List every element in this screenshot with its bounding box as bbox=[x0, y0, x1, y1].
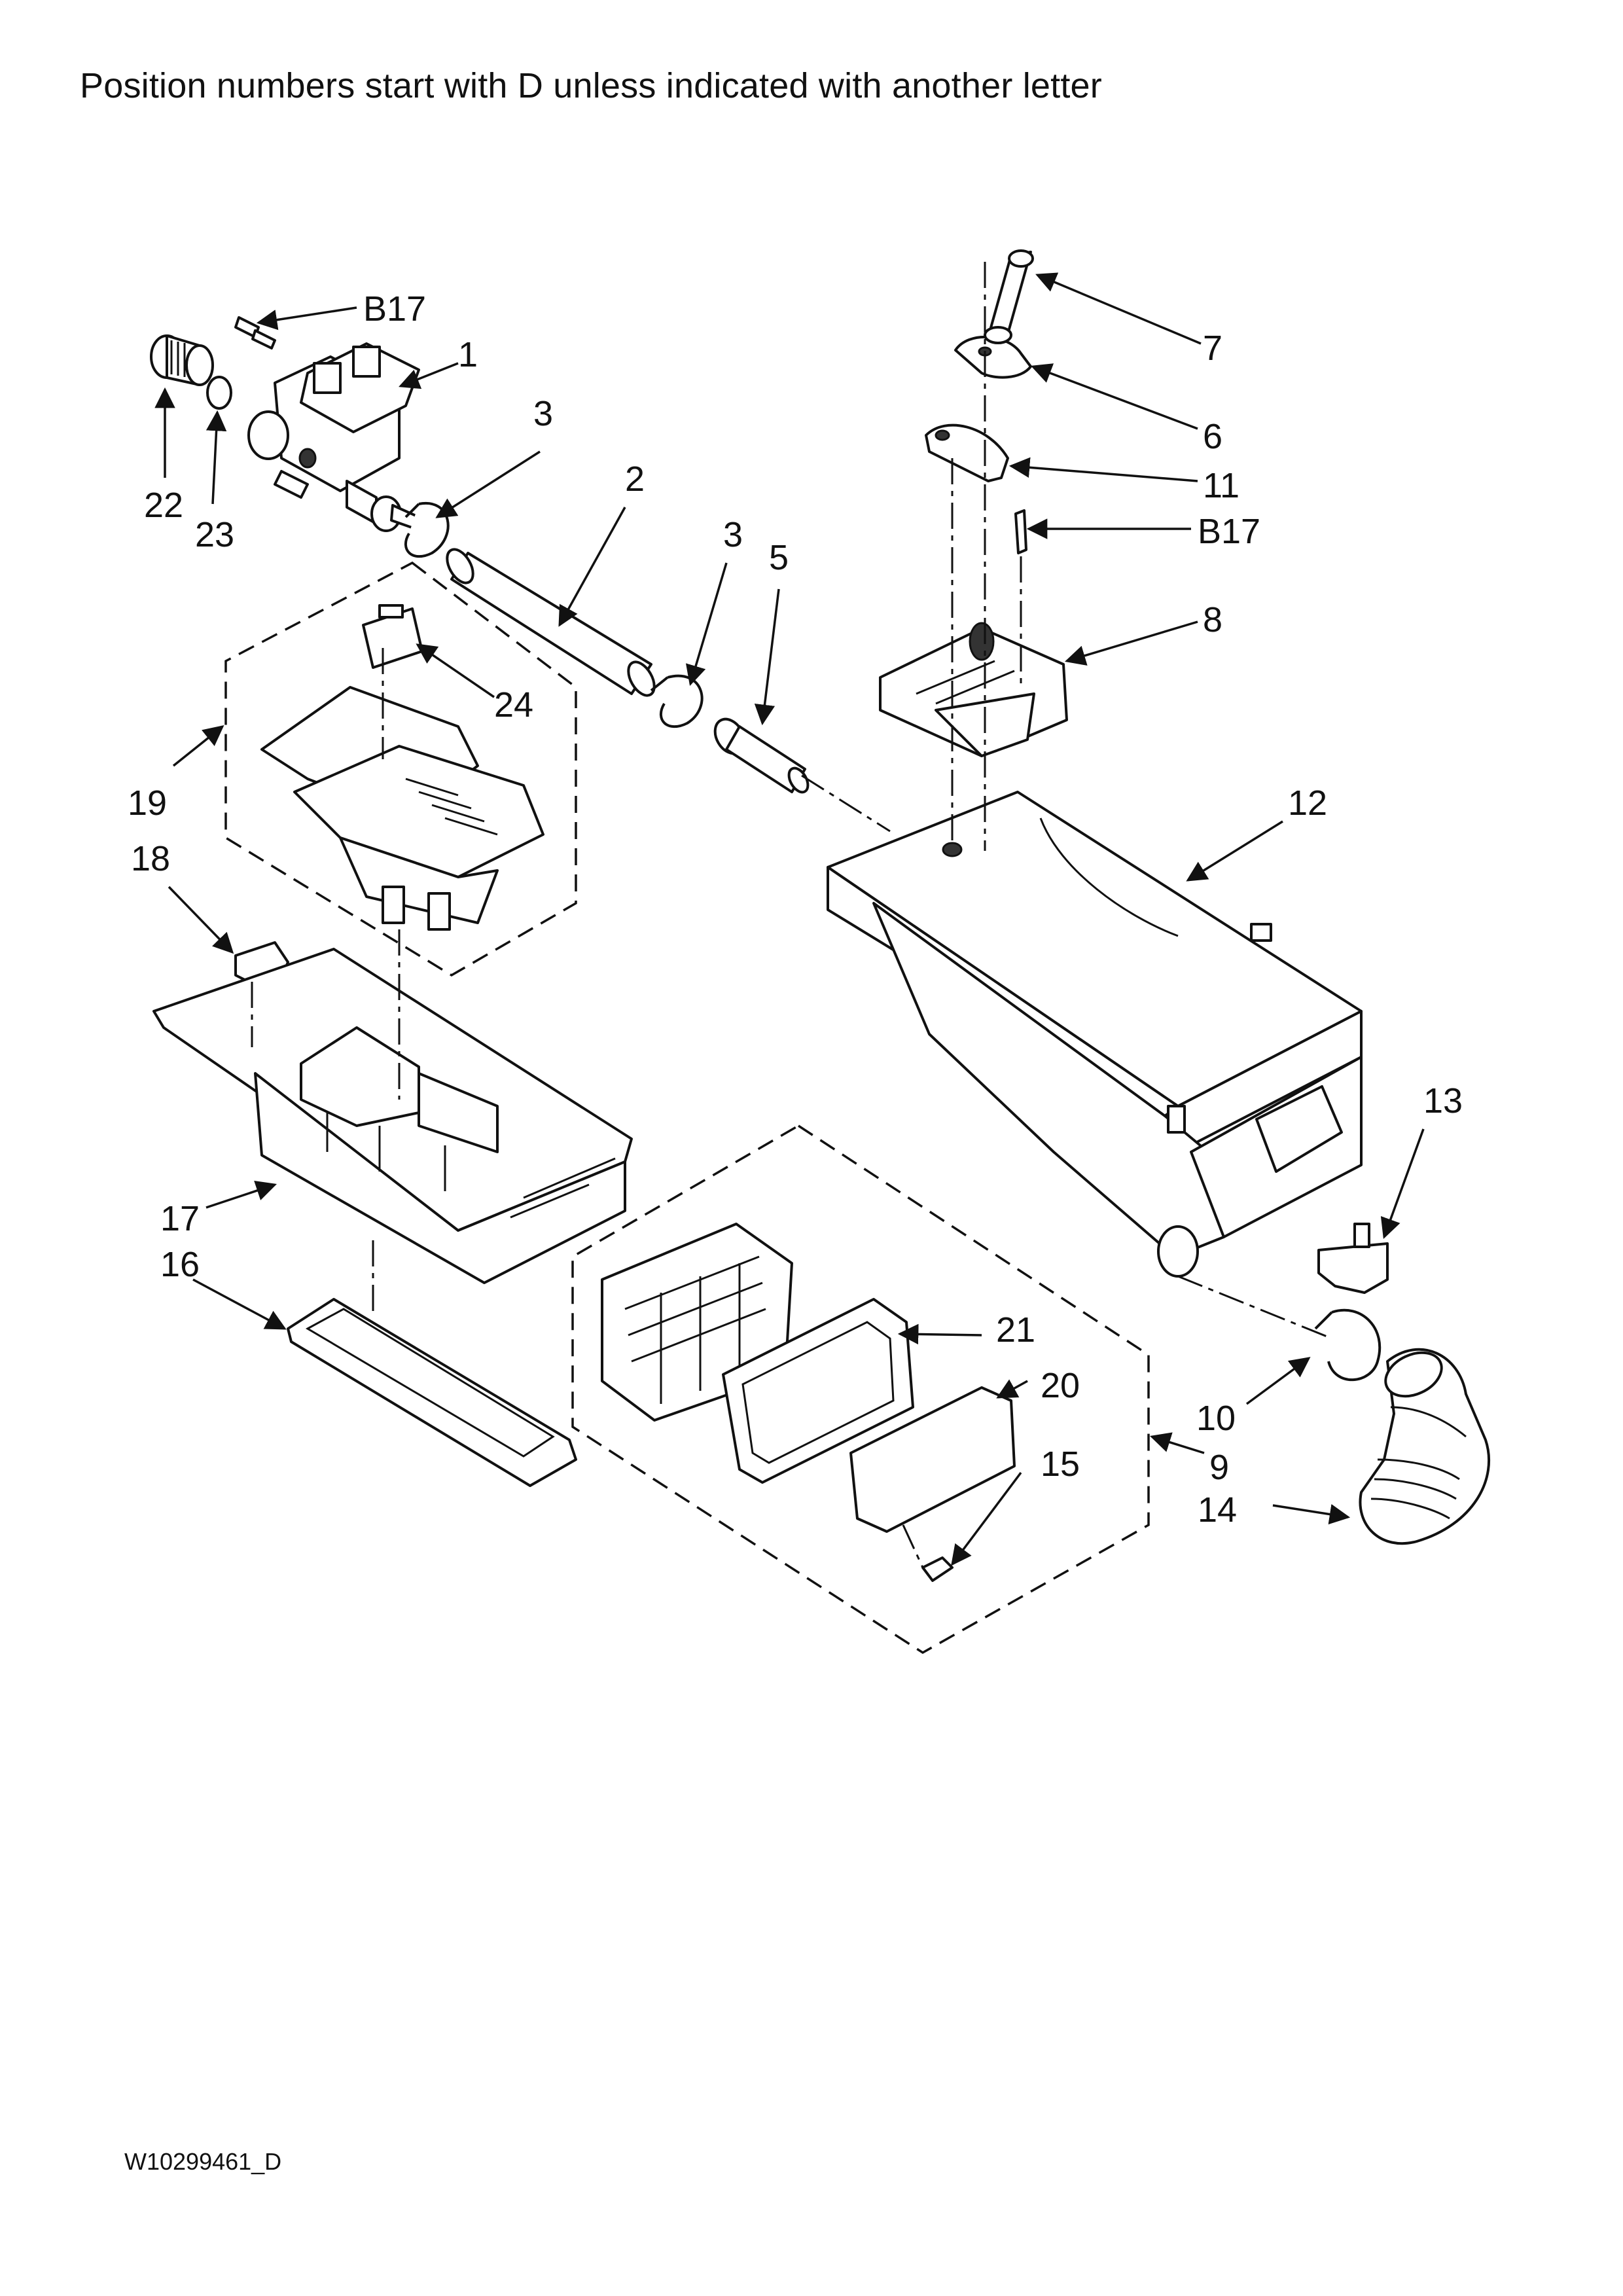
callout-label: 11 bbox=[1203, 466, 1240, 505]
callout-label: 2 bbox=[625, 459, 645, 499]
callout-label: 17 bbox=[160, 1199, 200, 1238]
part-cam bbox=[954, 336, 1032, 379]
callout-label: 21 bbox=[996, 1310, 1035, 1350]
callout-label: 6 bbox=[1203, 417, 1222, 456]
part-pressure-switch bbox=[1317, 1223, 1389, 1294]
callout-label: 12 bbox=[1288, 783, 1327, 823]
callout-label: 10 bbox=[1196, 1399, 1236, 1438]
part-connector-tube bbox=[713, 717, 810, 794]
dispenser-drawer-assembly-outline bbox=[224, 561, 577, 977]
part-siphon-cap bbox=[362, 604, 423, 669]
callout-label: 20 bbox=[1041, 1366, 1080, 1405]
callout-label: 24 bbox=[494, 685, 533, 725]
callout-labels: B17 1 3 22 23 2 3 5 24 19 18 17 16 7 6 1… bbox=[128, 289, 1463, 1530]
callout-label: 13 bbox=[1423, 1081, 1463, 1121]
part-washer bbox=[206, 376, 232, 410]
part-water-inlet-valve bbox=[247, 342, 420, 532]
part-hose-clamp-left bbox=[404, 501, 450, 558]
inlet-assembly-outline bbox=[571, 1124, 1150, 1655]
callout-label: 23 bbox=[195, 515, 234, 554]
part-cover-plate bbox=[849, 1386, 1016, 1533]
callout-label: 15 bbox=[1041, 1444, 1080, 1484]
callout-label: 16 bbox=[160, 1245, 200, 1284]
part-dispenser-housing bbox=[827, 791, 1363, 1278]
part-drain-hose-clamp bbox=[1314, 1308, 1382, 1382]
part-actuator-motor bbox=[879, 622, 1068, 757]
part-link-arm bbox=[984, 249, 1034, 344]
callout-label: B17 bbox=[363, 289, 426, 329]
callout-label: 7 bbox=[1203, 329, 1222, 368]
part-bellows-hose bbox=[1359, 1348, 1491, 1545]
callout-label: 3 bbox=[723, 515, 743, 554]
part-hose-fitting bbox=[150, 334, 214, 386]
callout-label: 1 bbox=[458, 335, 478, 374]
document-number: W10299461_D bbox=[124, 2148, 282, 2175]
part-screw-plate bbox=[921, 1556, 954, 1582]
assembly-axis-lines bbox=[251, 262, 1332, 1568]
callout-label: 14 bbox=[1198, 1490, 1237, 1530]
part-inlet-hose bbox=[446, 548, 656, 697]
callout-label: 22 bbox=[144, 486, 183, 525]
callout-label: 19 bbox=[128, 783, 167, 823]
callout-label: 3 bbox=[533, 394, 553, 433]
part-screw-top-left bbox=[234, 316, 276, 350]
part-hose-clamp-mid bbox=[650, 674, 704, 728]
callout-label: 8 bbox=[1203, 600, 1222, 639]
callout-label: B17 bbox=[1198, 512, 1260, 551]
part-screw-right bbox=[1014, 509, 1027, 554]
part-dispenser-drawer bbox=[152, 948, 633, 1284]
callout-label: 18 bbox=[131, 839, 170, 878]
callout-label: 9 bbox=[1209, 1448, 1229, 1487]
part-gasket bbox=[722, 1298, 914, 1484]
part-drawer-tray bbox=[287, 1298, 577, 1487]
position-note: Position numbers start with D unless ind… bbox=[80, 66, 1102, 105]
callout-leaders bbox=[154, 272, 1425, 1566]
part-drawer-insert bbox=[260, 686, 544, 931]
callout-label: 5 bbox=[769, 538, 789, 577]
